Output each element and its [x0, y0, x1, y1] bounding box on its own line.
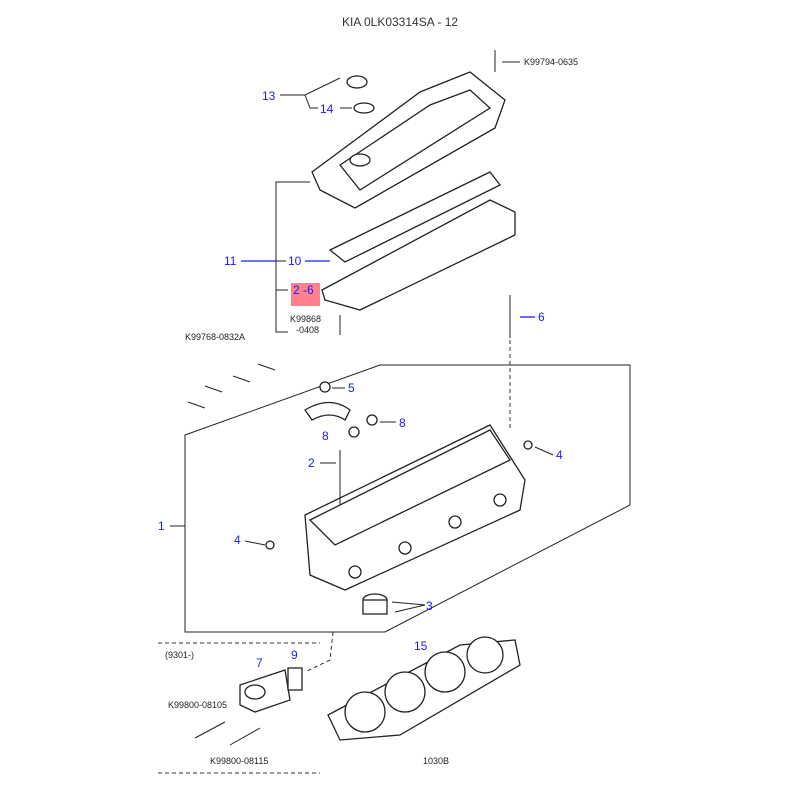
callout-8a[interactable]: 8: [322, 429, 329, 443]
cylinder-head-gasket[interactable]: [327, 636, 521, 741]
valve-cover[interactable]: [311, 71, 506, 209]
camshaft-cap[interactable]: [304, 401, 351, 421]
variant-label: (9301-): [165, 650, 194, 660]
callout-4a[interactable]: 4: [556, 448, 563, 462]
callout-13[interactable]: 13: [262, 89, 276, 103]
part-number-studs: K99768-0832A: [185, 332, 245, 342]
callout-3[interactable]: 3: [426, 599, 433, 613]
nut[interactable]: [319, 381, 331, 393]
callout-6[interactable]: 6: [538, 310, 545, 324]
callout-7[interactable]: 7: [256, 656, 263, 670]
oil-filler-cap[interactable]: [346, 75, 375, 114]
callout-2-6[interactable]: 2 -6: [293, 283, 314, 297]
part-number-outlet-bolt-1: K99800-08105: [168, 700, 227, 710]
callout-2[interactable]: 2: [308, 456, 315, 470]
callout-15[interactable]: 15: [414, 639, 428, 653]
callout-10[interactable]: 10: [288, 254, 302, 268]
callout-8b[interactable]: 8: [399, 416, 406, 430]
seal[interactable]: [362, 593, 388, 615]
outlet-bolt-2[interactable]: [229, 727, 261, 746]
valve-cover-gasket[interactable]: [321, 171, 516, 311]
plug[interactable]: [348, 426, 360, 438]
studs[interactable]: [187, 363, 276, 409]
callout-1[interactable]: 1: [158, 519, 165, 533]
callout-11[interactable]: 11: [224, 254, 237, 268]
part-number-outlet-bolt-2: K99800-08115: [210, 756, 268, 766]
plug-2[interactable]: [366, 414, 378, 426]
outlet-bolt-1[interactable]: [194, 721, 226, 739]
diagram-title: KIA 0LK03314SA - 12: [341, 15, 459, 29]
callout-4b[interactable]: 4: [234, 533, 241, 547]
cylinder-head[interactable]: [304, 424, 526, 591]
callout-9[interactable]: 9: [291, 648, 298, 662]
callout-14[interactable]: 14: [320, 102, 334, 116]
water-outlet[interactable]: [239, 667, 303, 713]
part-number-cover-bolt-2: -0408: [296, 325, 319, 335]
callout-5[interactable]: 5: [348, 381, 355, 395]
diagram-code: 1030B: [423, 756, 449, 766]
part-number-bolt-top: K99794-0635: [524, 57, 578, 67]
highlight-box: [291, 283, 320, 306]
part-number-cover-bolt-1: K99868: [290, 314, 321, 324]
